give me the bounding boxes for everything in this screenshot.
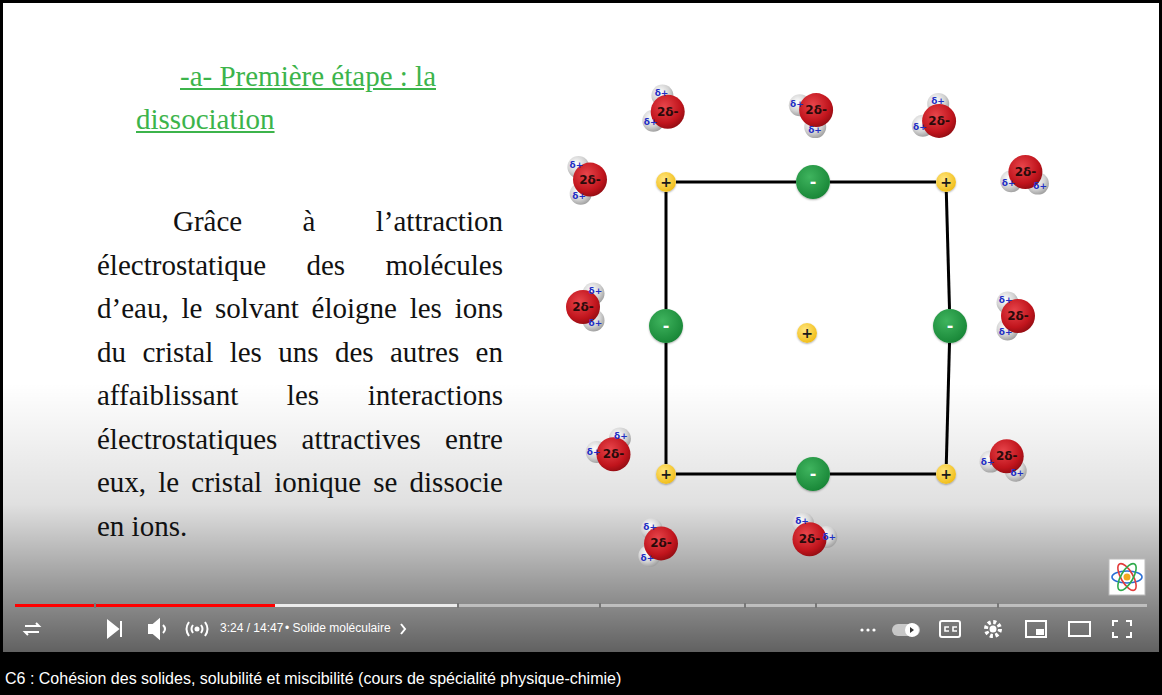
partial-charge-positive: δ+ bbox=[644, 118, 658, 127]
slide-paragraph: Grâce à l’attraction électrostatique des… bbox=[97, 200, 503, 548]
anion-circle: - bbox=[796, 457, 830, 491]
partial-charge-negative: 2δ- bbox=[579, 174, 601, 186]
cation-circle: + bbox=[656, 464, 676, 484]
partial-charge-positive: δ+ bbox=[822, 532, 836, 541]
lattice-edge bbox=[676, 181, 796, 184]
partial-charge-negative: 2δ- bbox=[650, 537, 672, 549]
water-molecule: 2δ-δ+ δ+ bbox=[556, 275, 620, 339]
partial-charge-positive: δ+ bbox=[931, 96, 945, 105]
partial-charge-positive: δ+ bbox=[1002, 178, 1016, 187]
partial-charge-positive: δ+ bbox=[588, 318, 602, 327]
partial-charge-positive: δ+ bbox=[614, 431, 628, 440]
slide-title: -a- Première étape : la dissociation bbox=[136, 55, 506, 141]
positive-sign: + bbox=[801, 326, 813, 340]
water-molecule: 2δ-δ+ δ+ bbox=[973, 429, 1037, 493]
chapter-name: • Solide moléculaire bbox=[285, 621, 391, 635]
cation-circle: + bbox=[936, 172, 956, 192]
partial-charge-negative: 2δ- bbox=[657, 106, 679, 118]
water-molecule: 2δ-δ+ δ+ bbox=[780, 503, 844, 567]
negative-sign: - bbox=[810, 174, 817, 190]
partial-charge-negative: 2δ- bbox=[603, 448, 625, 460]
partial-charge-positive: δ+ bbox=[587, 447, 601, 456]
partial-charge-positive: δ+ bbox=[655, 88, 669, 97]
partial-charge-negative: 2δ- bbox=[1015, 166, 1037, 178]
oxygen-atom bbox=[922, 104, 956, 138]
water-molecule: 2δ-δ+ δ+ bbox=[993, 145, 1057, 209]
partial-charge-positive: δ+ bbox=[1010, 469, 1024, 478]
channel-logo bbox=[1109, 559, 1145, 595]
positive-sign: + bbox=[660, 175, 672, 189]
negative-sign: - bbox=[663, 318, 670, 334]
partial-charge-positive: δ+ bbox=[588, 287, 602, 296]
partial-charge-negative: 2δ- bbox=[996, 450, 1018, 462]
partial-charge-positive: δ+ bbox=[1033, 181, 1047, 190]
positive-sign: + bbox=[660, 467, 672, 481]
partial-charge-negative: 2δ- bbox=[1007, 310, 1029, 322]
time-display: 3:24 / 14:47 bbox=[220, 621, 283, 635]
partial-charge-positive: δ+ bbox=[643, 522, 657, 531]
partial-charge-negative: 2δ- bbox=[805, 104, 827, 116]
water-molecule: 2δ-δ+ δ+ bbox=[780, 81, 844, 145]
water-molecule: 2δ-δ+ δ+ bbox=[579, 418, 643, 482]
positive-sign: + bbox=[940, 467, 952, 481]
lattice-edge bbox=[946, 343, 949, 464]
partial-charge-positive: δ+ bbox=[640, 554, 654, 563]
oxygen-atom bbox=[793, 522, 827, 556]
partial-charge-positive: δ+ bbox=[999, 327, 1013, 336]
partial-charge-negative: 2δ- bbox=[572, 301, 594, 313]
lattice-edge bbox=[946, 192, 949, 309]
oxygen-atom bbox=[799, 93, 833, 127]
partial-charge-positive: δ+ bbox=[790, 100, 804, 109]
water-molecule: 2δ-δ+ δ+ bbox=[624, 511, 688, 575]
progress-bar bbox=[15, 603, 1147, 608]
partial-charge-positive: δ+ bbox=[999, 296, 1013, 305]
water-molecule: 2δ-δ+ δ+ bbox=[631, 78, 695, 142]
cation-circle: + bbox=[797, 323, 817, 343]
anion-circle: - bbox=[649, 309, 683, 343]
partial-charge-negative: 2δ- bbox=[928, 115, 950, 127]
lattice-edge bbox=[665, 192, 668, 309]
partial-charge-positive: δ+ bbox=[913, 122, 927, 131]
water-molecule: 2δ-δ+ δ+ bbox=[553, 148, 617, 212]
partial-charge-positive: δ+ bbox=[572, 192, 586, 201]
partial-charge-positive: δ+ bbox=[808, 126, 822, 135]
slide-background bbox=[3, 3, 1159, 652]
oxygen-atom bbox=[597, 437, 631, 471]
anion-circle: - bbox=[796, 165, 830, 199]
lattice-edge bbox=[830, 473, 936, 476]
negative-sign: - bbox=[810, 466, 817, 482]
lattice-edge bbox=[830, 181, 936, 184]
positive-sign: + bbox=[940, 175, 952, 189]
video-title: C6 : Cohésion des solides, solubilité et… bbox=[5, 670, 621, 688]
cation-circle: + bbox=[656, 172, 676, 192]
lattice-edge bbox=[676, 473, 796, 476]
partial-charge-positive: δ+ bbox=[569, 160, 583, 169]
cation-circle: + bbox=[936, 464, 956, 484]
partial-charge-positive: δ+ bbox=[795, 516, 809, 525]
anion-circle: - bbox=[933, 309, 967, 343]
lattice-edge bbox=[665, 343, 668, 464]
control-icons bbox=[25, 620, 1131, 638]
negative-sign: - bbox=[947, 318, 954, 334]
water-molecule: 2δ-δ+ δ+ bbox=[981, 284, 1045, 348]
water-molecule: 2δ-δ+ δ+ bbox=[903, 86, 967, 150]
partial-charge-positive: δ+ bbox=[981, 458, 995, 467]
partial-charge-negative: 2δ- bbox=[799, 533, 821, 545]
